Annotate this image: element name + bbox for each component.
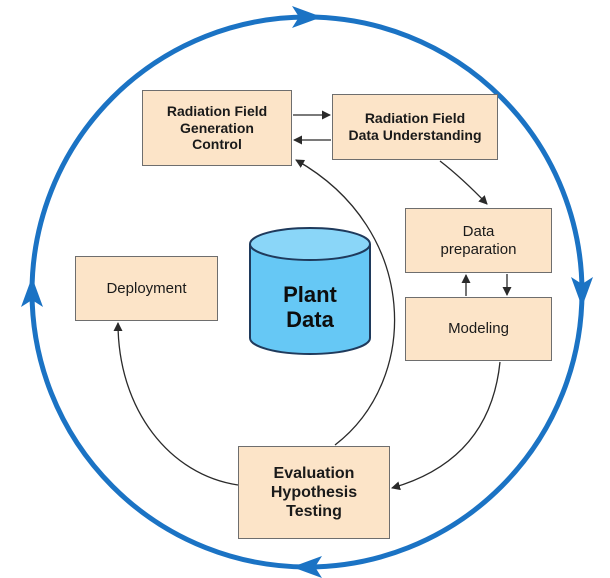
database-cylinder-icon — [249, 227, 371, 355]
plant-data-label: Plant Data — [283, 282, 337, 333]
cycle-arrow-icon-top — [292, 6, 322, 28]
cycle-arrow-icon-right — [571, 277, 593, 307]
arrow-evaluation-to-control — [295, 159, 396, 446]
arrow-evaluation-to-deployment — [113, 322, 239, 486]
arrow-understanding-to-preparation — [439, 160, 488, 205]
step-evaluation-hypothesis-testing: Evaluation Hypothesis Testing — [238, 446, 390, 539]
cycle-arrow-icon-bottom — [292, 556, 322, 578]
step-radiation-field-data-understanding: Radiation Field Data Understanding — [332, 94, 498, 160]
step-radiation-field-generation-control: Radiation Field Generation Control — [142, 90, 292, 166]
step-deployment: Deployment — [75, 256, 218, 321]
step-modeling: Modeling — [405, 297, 552, 361]
arrow-modeling-to-evaluation — [391, 361, 501, 491]
step-data-preparation: Data preparation — [405, 208, 552, 273]
cycle-arrow-icon-left — [21, 277, 43, 307]
